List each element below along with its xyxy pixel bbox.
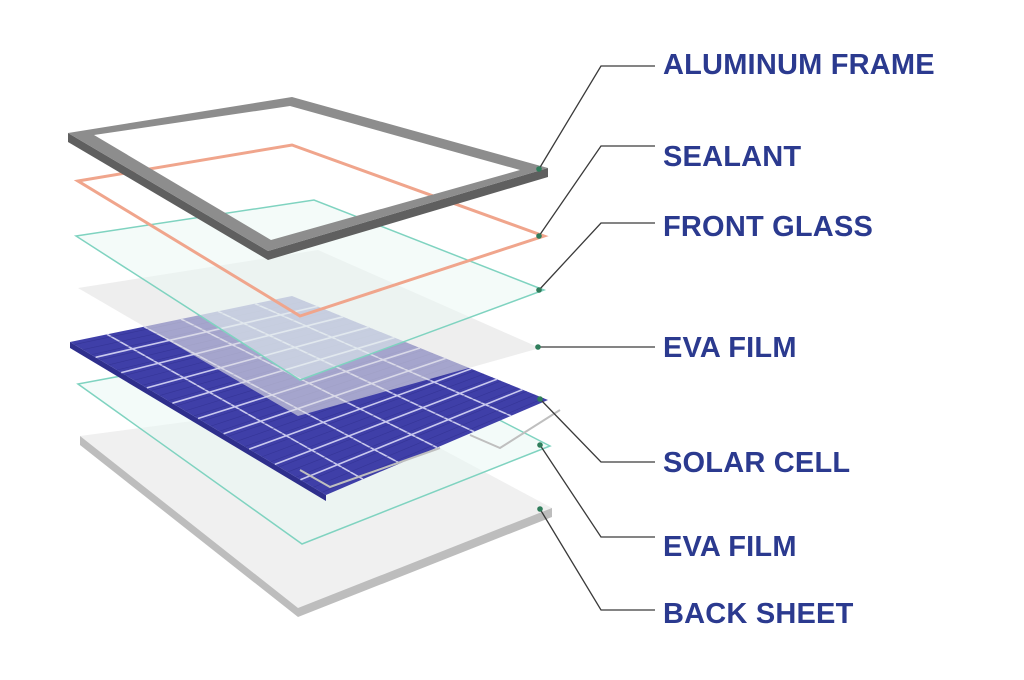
leader-line-back-sheet bbox=[539, 508, 655, 611]
leader-dot-aluminum-frame bbox=[536, 166, 542, 172]
leader-lines bbox=[538, 65, 655, 611]
label-eva-film-top: EVA FILM bbox=[663, 332, 797, 364]
solar-cell-finger-line bbox=[244, 366, 468, 447]
solar-cell-finger-line bbox=[253, 370, 476, 452]
sealant-layer bbox=[73, 143, 549, 318]
solar-cell-finger-line bbox=[304, 391, 527, 483]
solar-cell-finger-line bbox=[270, 377, 493, 463]
solar-cell-busbar-left bbox=[299, 447, 441, 489]
solar-cell-finger-line bbox=[296, 387, 519, 478]
leader-dot-back-sheet bbox=[537, 506, 543, 512]
aluminum-frame-layer bbox=[68, 97, 548, 260]
solar-cell-finger-line bbox=[313, 394, 536, 488]
solar-cell-finger-line bbox=[278, 380, 502, 468]
label-solar-cell: SOLAR CELL bbox=[663, 447, 851, 479]
solar-cell-edge bbox=[70, 342, 326, 501]
aluminum-frame-top bbox=[68, 97, 548, 251]
leader-dots bbox=[535, 166, 543, 512]
label-front-glass: FRONT GLASS bbox=[663, 211, 874, 243]
front-glass-layer bbox=[73, 199, 547, 381]
leader-dot-front-glass bbox=[536, 287, 542, 293]
leader-line-solar-cell bbox=[539, 398, 655, 463]
aluminum-frame-side-left bbox=[68, 133, 268, 260]
label-back-sheet: BACK SHEET bbox=[663, 598, 854, 630]
solar-cell-finger-line bbox=[261, 373, 485, 458]
leader-line-front-glass bbox=[538, 222, 655, 291]
leader-dot-sealant bbox=[536, 233, 542, 239]
label-aluminum-frame: ALUMINUM FRAME bbox=[663, 49, 935, 81]
label-sealant: SEALANT bbox=[663, 141, 802, 173]
solar-cell-busbar-right bbox=[469, 409, 561, 450]
label-eva-film-bottom: EVA FILM bbox=[663, 531, 797, 563]
aluminum-frame-side-right bbox=[268, 168, 548, 260]
leader-line-sealant bbox=[538, 145, 655, 237]
leader-dot-eva-film-top bbox=[535, 344, 541, 350]
leader-dot-eva-film-bottom bbox=[537, 442, 543, 448]
solar-cell-finger-line bbox=[287, 384, 510, 473]
solar-cell-grid-line bbox=[106, 333, 364, 480]
leader-dot-solar-cell bbox=[537, 396, 543, 402]
leader-line-eva-film-bottom bbox=[539, 444, 655, 538]
leader-line-aluminum-frame bbox=[538, 65, 655, 170]
